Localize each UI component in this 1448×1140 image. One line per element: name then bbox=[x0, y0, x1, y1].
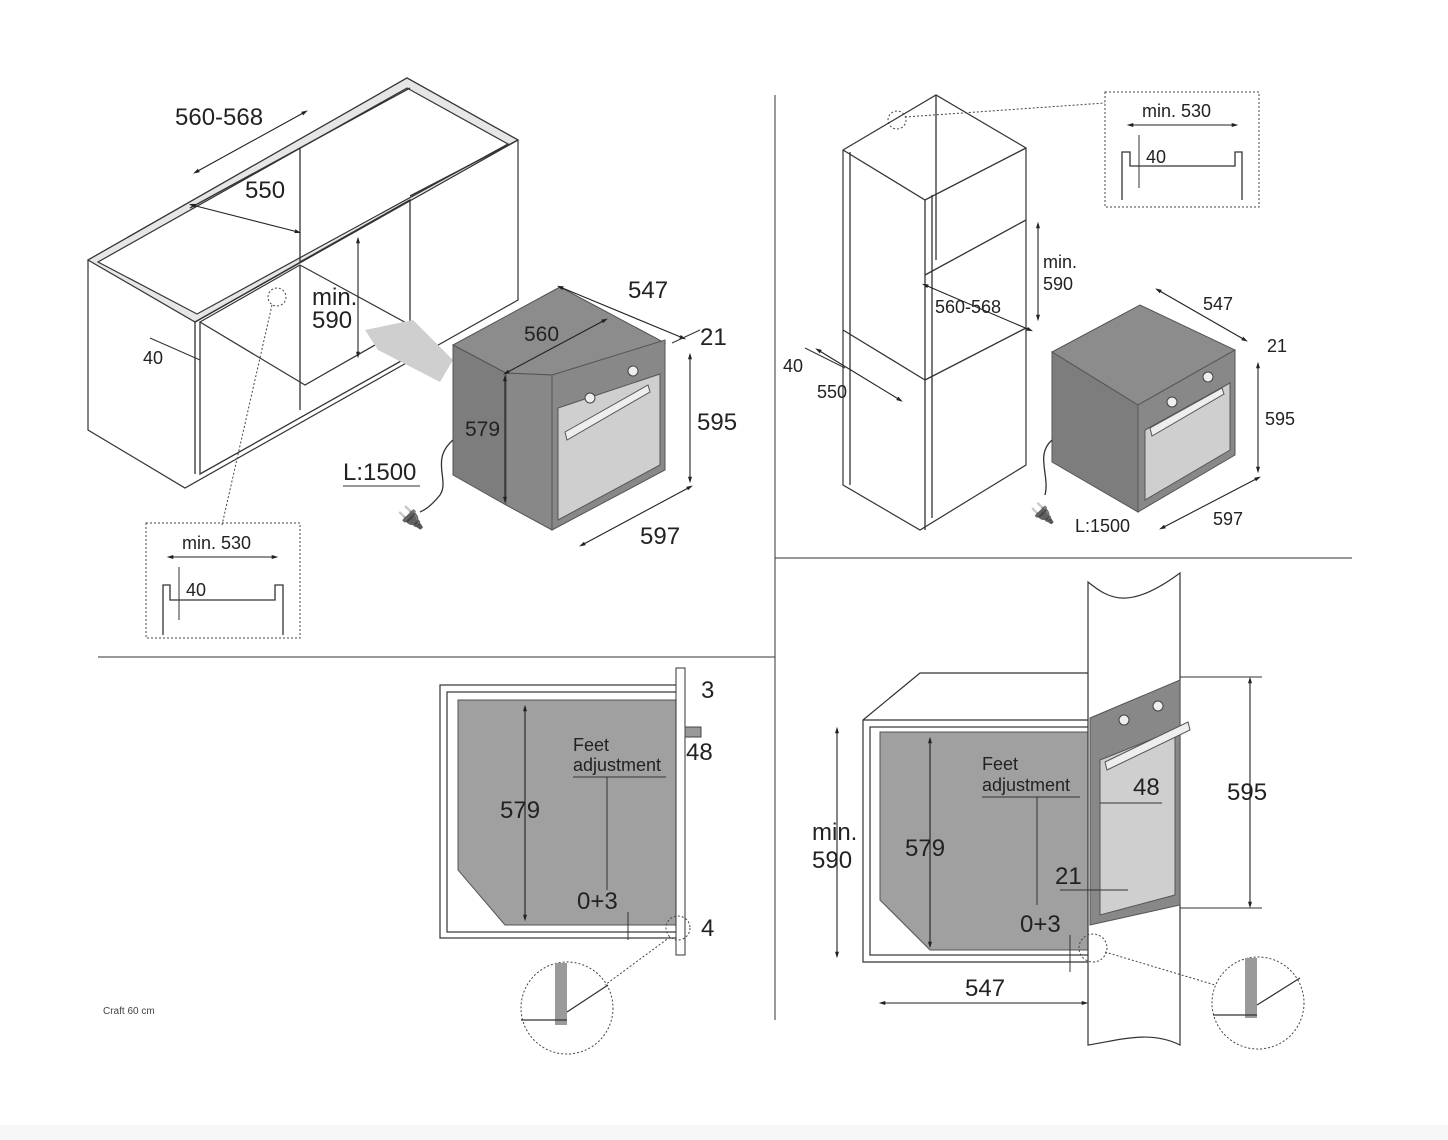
left-feet-label-2: adjustment bbox=[573, 755, 661, 775]
min-height-label: min. bbox=[312, 284, 357, 311]
tall-min-height-value: 590 bbox=[1043, 274, 1073, 294]
right-feet-range: 0+3 bbox=[1020, 911, 1061, 938]
side-section-right-panel: 579 min. 590 Feet adjustment 48 21 0+3 5… bbox=[812, 571, 1305, 1050]
plug-icon: 🔌 bbox=[397, 505, 424, 530]
model-label: Craft 60 cm bbox=[103, 1006, 155, 1017]
left-feet-label-1: Feet bbox=[573, 735, 609, 755]
tall-dim-front-offset: 40 bbox=[783, 356, 803, 376]
dim-oven-height: 595 bbox=[697, 409, 737, 436]
left-zoom-detail bbox=[520, 961, 614, 1055]
dim-inner-width: 550 bbox=[245, 177, 285, 204]
cable-length: L:1500 bbox=[343, 459, 416, 486]
tall-dim-oven-depth: 547 bbox=[1203, 294, 1233, 314]
min-height-value: 590 bbox=[312, 307, 352, 334]
right-door-thickness: 21 bbox=[1055, 863, 1082, 890]
detail-min-width: min. 530 bbox=[182, 533, 251, 553]
tall-plug-icon: 🔌 bbox=[1030, 501, 1055, 525]
right-handle-depth: 48 bbox=[1133, 774, 1160, 801]
tall-min-height-label: min. bbox=[1043, 252, 1077, 272]
tall-dim-inner-depth: 550 bbox=[817, 382, 847, 402]
tall-dim-cabinet-width: 560-568 bbox=[935, 297, 1001, 317]
tall-detail-offset: 40 bbox=[1146, 147, 1166, 167]
left-feet-range: 0+3 bbox=[577, 888, 618, 915]
left-top-gap: 3 bbox=[701, 677, 714, 704]
detail-offset: 40 bbox=[186, 580, 206, 600]
right-min-value: 590 bbox=[812, 847, 852, 874]
right-zoom-detail bbox=[1211, 956, 1305, 1050]
dim-cabinet-width: 560-568 bbox=[175, 104, 263, 131]
base-cabinet-panel: 560-568 550 min. 590 40 🔌 547 560 21 579… bbox=[86, 77, 737, 639]
right-min-label: min. bbox=[812, 819, 857, 846]
base-cabinet-drawing bbox=[86, 77, 520, 489]
right-body-depth: 547 bbox=[965, 975, 1005, 1002]
tall-cabinet-panel: min. 530 40 min. 590 560-568 40 550 🔌 54… bbox=[783, 91, 1295, 536]
dim-oven-top-width: 560 bbox=[524, 323, 559, 346]
dim-front-offset: 40 bbox=[143, 348, 163, 368]
panel-dividers bbox=[98, 95, 1352, 1020]
dim-oven-width: 597 bbox=[640, 523, 680, 550]
right-feet-label-2: adjustment bbox=[982, 775, 1070, 795]
tall-oven-drawing: 🔌 bbox=[1030, 304, 1237, 525]
left-bottom-gap: 4 bbox=[701, 915, 714, 942]
dim-door-thickness: 21 bbox=[700, 324, 727, 351]
dim-oven-depth: 547 bbox=[628, 277, 668, 304]
left-handle-depth: 48 bbox=[686, 739, 713, 766]
right-body-height: 579 bbox=[905, 835, 945, 862]
tall-dim-oven-width: 597 bbox=[1213, 509, 1243, 529]
right-feet-label-1: Feet bbox=[982, 754, 1018, 774]
tall-dim-door-thickness: 21 bbox=[1267, 336, 1287, 356]
tall-cable-length: L:1500 bbox=[1075, 516, 1130, 536]
tall-detail-min-width: min. 530 bbox=[1142, 101, 1211, 121]
tall-cutout-detail-box: min. 530 40 bbox=[1104, 91, 1260, 208]
cutout-detail-box: min. 530 40 bbox=[145, 522, 301, 639]
tall-dim-oven-height: 595 bbox=[1265, 409, 1295, 429]
side-section-left-panel: 579 Feet adjustment 0+3 3 48 4 bbox=[439, 667, 714, 1055]
left-body-height: 579 bbox=[500, 797, 540, 824]
right-oven-height: 595 bbox=[1227, 779, 1267, 806]
dim-oven-body-height: 579 bbox=[465, 418, 500, 441]
